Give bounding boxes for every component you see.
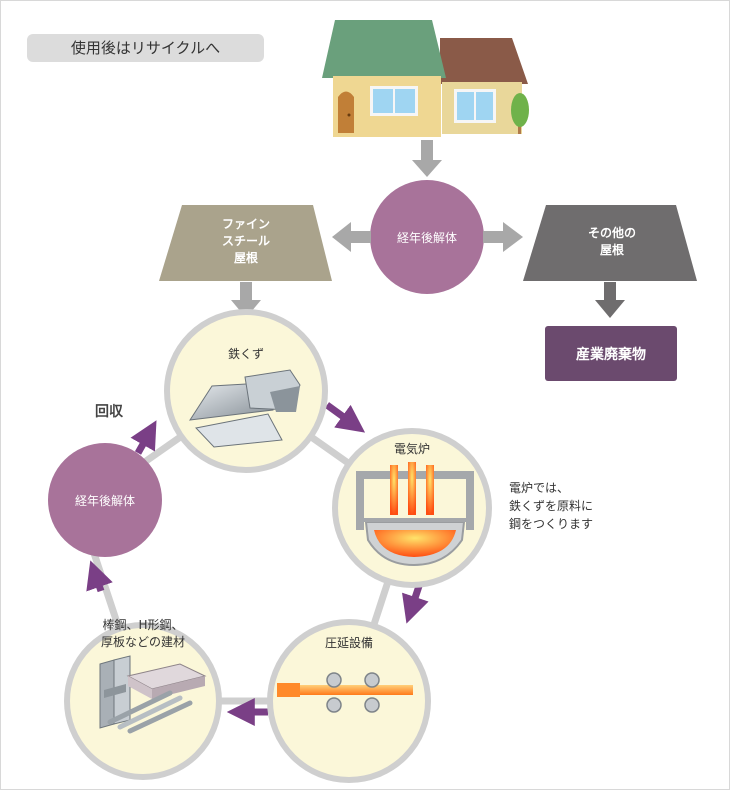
dismantle-circle-cycle	[48, 443, 162, 557]
products-line-1: 棒鋼、H形鋼、	[102, 618, 184, 632]
furnace-note-line-3: 鋼をつくります	[509, 517, 594, 531]
rolling-mill-icon	[277, 672, 413, 713]
fine-steel-roof-line-3: 屋根	[233, 251, 258, 265]
industrial-waste-box	[545, 326, 677, 381]
electric-furnace-icon	[356, 462, 474, 567]
fine-steel-roof-line-1: ファイン	[221, 217, 270, 231]
scrap-iron-icon	[189, 369, 301, 448]
page-title: 使用後はリサイクルへ	[27, 34, 264, 62]
house-icon	[322, 20, 528, 137]
other-roof-line-2: 屋根	[599, 243, 624, 257]
furnace-note: 電炉では、 鉄くずを原料に 鋼をつくります	[509, 479, 593, 533]
arrow-scrap-to-furnace	[324, 402, 366, 433]
furnace-note-line-2: 鉄くずを原料に	[509, 499, 594, 513]
collect-label: 回収	[95, 404, 123, 420]
scrap-label: 鉄くず	[227, 347, 264, 361]
other-roof-line-1: その他の	[587, 226, 636, 240]
products-label: 棒鋼、H形鋼、 厚板などの建材	[83, 617, 203, 651]
arrow-to-waste	[595, 282, 625, 318]
arrow-dismantle-to-scrap	[130, 420, 157, 455]
arrow-house-to-dismantle	[412, 140, 442, 177]
steel-products-icon	[99, 655, 207, 734]
industrial-waste-label: 産業廃棄物	[576, 347, 646, 363]
rolling-label: 圧延設備	[324, 636, 373, 650]
fine-steel-roof-label: ファイン スチール 屋根	[190, 216, 302, 267]
arrow-furnace-to-rolling	[402, 581, 429, 624]
other-roof-box	[523, 205, 697, 281]
rolling-circle	[267, 619, 431, 783]
arrow-to-fine-steel	[332, 222, 371, 252]
fine-steel-roof-box	[159, 205, 332, 281]
other-roof-label: その他の 屋根	[556, 225, 668, 259]
furnace-label: 電気炉	[393, 442, 430, 456]
dismantle-label-top: 経年後解体	[396, 231, 457, 245]
fine-steel-roof-line-2: スチール	[221, 234, 270, 248]
furnace-note-line-1: 電炉では、	[509, 481, 570, 495]
tree-icon	[511, 93, 529, 134]
dismantle-circle-top	[370, 180, 484, 294]
dismantle-label-cycle: 経年後解体	[74, 494, 135, 508]
products-line-2: 厚板などの建材	[100, 635, 185, 649]
arrow-products-to-dismantle	[86, 560, 113, 593]
arrow-to-other-roof	[483, 222, 523, 252]
